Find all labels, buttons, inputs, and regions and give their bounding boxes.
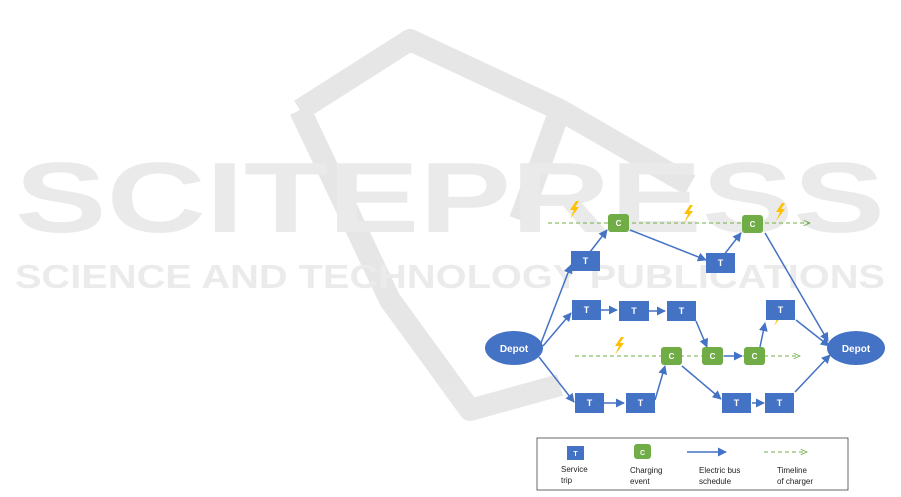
service-trip-label: T — [734, 398, 740, 408]
charging-event-label: C — [669, 352, 675, 361]
service-trip-label: T — [638, 398, 644, 408]
service-trip: T — [667, 301, 696, 321]
service-trip: T — [571, 251, 600, 271]
watermark-brand: SCITEPRESS — [15, 142, 885, 254]
charging-event: C — [742, 215, 763, 233]
service-trip: T — [575, 393, 604, 413]
service-trip: T — [626, 393, 655, 413]
service-trip-label: T — [587, 398, 593, 408]
legend-schedule-label-2: schedule — [699, 477, 732, 486]
charging-event-label: C — [750, 220, 756, 229]
charging-event-label: C — [710, 352, 716, 361]
schedule-edge — [682, 366, 721, 399]
service-trip-label: T — [583, 256, 589, 266]
service-trip-label: T — [778, 305, 784, 315]
legend-trip-label-2: trip — [561, 476, 573, 485]
legend-charge-symbol: C — [640, 450, 645, 457]
schedule-edge — [760, 323, 765, 347]
depot-end: Depot — [827, 331, 885, 365]
legend-charge-label-1: Charging — [630, 466, 662, 475]
service-trip-label: T — [777, 398, 783, 408]
charging-event: C — [608, 214, 629, 232]
legend-trip-symbol: T — [573, 451, 578, 458]
schedule-edge — [696, 321, 707, 347]
legend-timeline-label-1: Timeline — [777, 466, 807, 475]
service-trip: T — [722, 393, 751, 413]
legend-charge-label-2: event — [630, 477, 650, 486]
legend-timeline-label-2: of charger — [777, 477, 813, 486]
depot-start-label: Depot — [500, 344, 529, 355]
depot-end-label: Depot — [842, 344, 871, 355]
charging-event-label: C — [752, 352, 758, 361]
charging-event: C — [702, 347, 723, 365]
charging-event: C — [661, 347, 682, 365]
service-trip-label: T — [631, 306, 637, 316]
legend: T Service trip C Charging event Electric… — [537, 438, 848, 490]
service-trip-label: T — [679, 306, 685, 316]
depot-start: Depot — [485, 331, 543, 365]
charging-event: C — [744, 347, 765, 365]
schedule-edge — [795, 355, 830, 392]
legend-schedule-label-1: Electric bus — [699, 466, 740, 475]
schedule-edge — [543, 313, 571, 346]
watermark-tagline: SCIENCE AND TECHNOLOGY PUBLICATIONS — [15, 258, 885, 295]
service-trip: T — [706, 253, 735, 273]
schedule-edge — [655, 366, 665, 400]
charging-event-label: C — [616, 219, 622, 228]
legend-trip-label-1: Service — [561, 465, 588, 474]
service-trip: T — [572, 300, 601, 320]
service-trip: T — [765, 393, 794, 413]
service-trip-label: T — [718, 258, 724, 268]
lightning-icon — [615, 337, 624, 355]
service-trip-label: T — [584, 305, 590, 315]
service-trip: T — [619, 301, 649, 321]
service-trip: T — [766, 300, 795, 320]
